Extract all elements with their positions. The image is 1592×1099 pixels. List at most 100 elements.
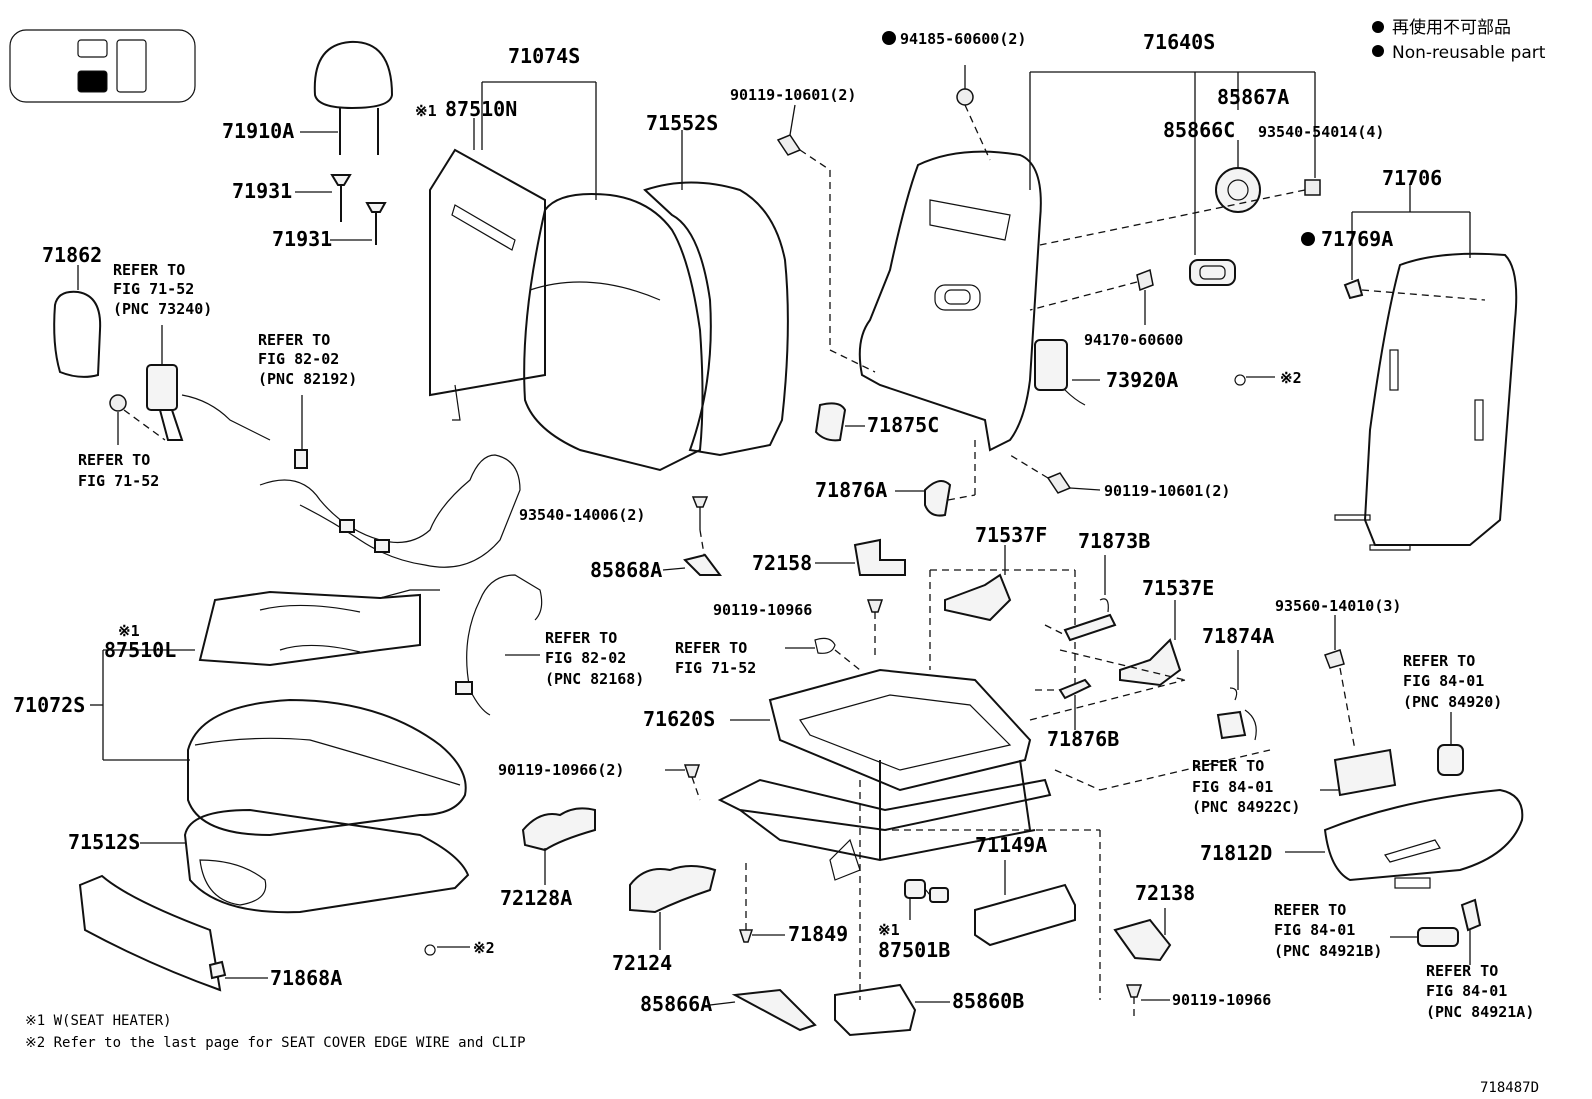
refer-block-84-01-84921A: REFER TO FIG 84-01 (PNC 84921A) xyxy=(1426,962,1534,1021)
part-number-90119-10966-a: 90119-10966 xyxy=(713,601,812,619)
cover-72138-drawing xyxy=(1113,918,1172,962)
cover-71874A-drawing xyxy=(1216,710,1247,740)
svg-text:(PNC 73240): (PNC 73240) xyxy=(113,300,212,318)
marker-seat-heater: ※1 xyxy=(415,102,437,120)
legend: 再使用不可部品 Non-reusable part xyxy=(1372,17,1546,63)
svg-text:(PNC 82192): (PNC 82192) xyxy=(258,370,357,388)
part-number-71552S: 71552S xyxy=(646,111,718,135)
part-number-93540-14006: 93540-14006(2) xyxy=(519,506,645,524)
part-number-71910A: 71910A xyxy=(222,119,294,143)
svg-text:REFER TO: REFER TO xyxy=(1274,901,1346,919)
part-number-71876A: 71876A xyxy=(815,478,887,502)
part-number-71074S: 71074S xyxy=(508,44,580,68)
bracket-85866A-drawing xyxy=(731,988,817,1032)
seat-side-shield-drawing xyxy=(1323,788,1524,882)
seat-position-locator-icon xyxy=(9,29,196,103)
part-number-71874A: 71874A xyxy=(1202,624,1274,648)
svg-text:REFER TO: REFER TO xyxy=(545,629,617,647)
part-number-72124: 72124 xyxy=(612,951,672,975)
part-number-71512S: 71512S xyxy=(68,830,140,854)
seat-heater-switch-87501B-drawing xyxy=(904,879,949,903)
hinge-cover-71876A-drawing xyxy=(924,480,952,517)
part-number-90119-10966-b: 90119-10966(2) xyxy=(498,761,624,779)
cover-72158-drawing xyxy=(853,538,906,576)
part-number-94170-60600: 94170-60600 xyxy=(1084,331,1183,349)
svg-text:FIG 84-01: FIG 84-01 xyxy=(1403,672,1484,690)
cushion-heater-drawing xyxy=(198,590,421,667)
part-number-71862: 71862 xyxy=(42,243,102,267)
part-number-71876B: 71876B xyxy=(1047,727,1119,751)
refer-block-82-02-82168: REFER TO FIG 82-02 (PNC 82168) xyxy=(545,629,644,688)
svg-text:REFER TO: REFER TO xyxy=(113,261,185,279)
seatback-heater-drawing xyxy=(429,148,546,397)
refer-block-71-52-left: REFER TO FIG 71-52 xyxy=(78,451,159,490)
refer-block-82-02-82192: REFER TO FIG 82-02 (PNC 82192) xyxy=(258,331,357,388)
svg-text:REFER TO: REFER TO xyxy=(78,451,150,469)
part-number-72138: 72138 xyxy=(1135,881,1195,905)
part-number-71640S: 71640S xyxy=(1143,30,1215,54)
part-number-71875C: 71875C xyxy=(867,413,939,437)
part-number-71537E: 71537E xyxy=(1142,576,1214,600)
non-reusable-dot-icon xyxy=(1372,45,1384,57)
bracket-85868A-drawing xyxy=(683,553,722,576)
seatback-pad-drawing xyxy=(643,181,789,457)
part-number-90119-10601-top: 90119-10601(2) xyxy=(730,86,856,104)
part-number-71849: 71849 xyxy=(788,922,848,946)
figure-id: 718487D xyxy=(1480,1080,1539,1096)
part-number-85868A: 85868A xyxy=(590,558,662,582)
seatback-frame-drawing xyxy=(858,150,1042,452)
part-number-87510N: 87510N xyxy=(445,97,517,121)
svg-text:FIG 84-01: FIG 84-01 xyxy=(1192,778,1273,796)
footnote-edge-wire: ※2 Refer to the last page for SEAT COVER… xyxy=(25,1035,526,1051)
svg-text:REFER TO: REFER TO xyxy=(1192,757,1264,775)
cover-71862-drawing xyxy=(53,290,102,378)
svg-text:REFER TO: REFER TO xyxy=(675,639,747,657)
front-trim-drawing xyxy=(78,874,222,992)
hinge-cover-71875C-drawing xyxy=(814,402,847,442)
marker-edge-wire-right: ※2 xyxy=(1280,369,1302,387)
svg-text:FIG 82-02: FIG 82-02 xyxy=(545,649,626,667)
non-reusable-dot-icon xyxy=(1301,232,1315,246)
part-number-71812D: 71812D xyxy=(1200,841,1272,865)
part-number-93560-14010: 93560-14010(3) xyxy=(1275,597,1401,615)
svg-text:FIG 82-02: FIG 82-02 xyxy=(258,350,339,368)
part-number-71931-b: 71931 xyxy=(272,227,332,251)
svg-text:FIG 84-01: FIG 84-01 xyxy=(1274,921,1355,939)
refer-block-84-01-84922C: REFER TO FIG 84-01 (PNC 84922C) xyxy=(1192,757,1300,816)
bracket-71873B-drawing xyxy=(1063,613,1117,642)
marker-seat-heater: ※1 xyxy=(878,921,900,939)
cover-71537F-drawing xyxy=(944,573,1012,622)
svg-text:(PNC 84920): (PNC 84920) xyxy=(1403,693,1502,711)
headrest-drawing xyxy=(313,40,394,245)
side-airbag-drawing xyxy=(1034,339,1068,391)
part-number-94185-60600: 94185-60600(2) xyxy=(900,30,1026,48)
refer-block-71-52-73240: REFER TO FIG 71-52 (PNC 73240) xyxy=(113,261,212,318)
svg-text:REFER TO: REFER TO xyxy=(1403,652,1475,670)
seatback-board-drawing xyxy=(1363,252,1518,546)
legend-ja: 再使用不可部品 xyxy=(1392,17,1511,38)
cover-71149A-drawing xyxy=(974,883,1076,947)
refer-block-84-01-84920: REFER TO FIG 84-01 (PNC 84920) xyxy=(1403,652,1502,711)
seat-cushion-cover-drawing xyxy=(187,698,467,837)
part-number-85866A: 85866A xyxy=(640,992,712,1016)
non-reusable-dot-icon xyxy=(882,31,896,45)
part-number-87501B: 87501B xyxy=(878,938,950,962)
cover-71876B-drawing xyxy=(1058,678,1092,700)
refer-block-84-01-84921B: REFER TO FIG 84-01 (PNC 84921B) xyxy=(1274,901,1382,960)
refer-block-71-52-center: REFER TO FIG 71-52 xyxy=(675,639,756,677)
svg-text:(PNC 82168): (PNC 82168) xyxy=(545,670,644,688)
svg-text:(PNC 84921A): (PNC 84921A) xyxy=(1426,1003,1534,1021)
part-number-71868A: 71868A xyxy=(270,966,342,990)
part-number-72128A: 72128A xyxy=(500,886,572,910)
lumbar-switch-drawing xyxy=(1189,167,1261,286)
svg-text:(PNC 84921B): (PNC 84921B) xyxy=(1274,942,1382,960)
marker-edge-wire-left: ※2 xyxy=(473,939,495,957)
seat-belt-buckle-drawing xyxy=(109,364,271,441)
seatback-cover-drawing xyxy=(523,193,704,472)
wire-82168-drawing xyxy=(466,574,543,691)
part-number-71072S: 71072S xyxy=(13,693,85,717)
part-number-71931-a: 71931 xyxy=(232,179,292,203)
part-number-85860B: 85860B xyxy=(952,989,1024,1013)
svg-text:FIG 71-52: FIG 71-52 xyxy=(675,659,756,677)
